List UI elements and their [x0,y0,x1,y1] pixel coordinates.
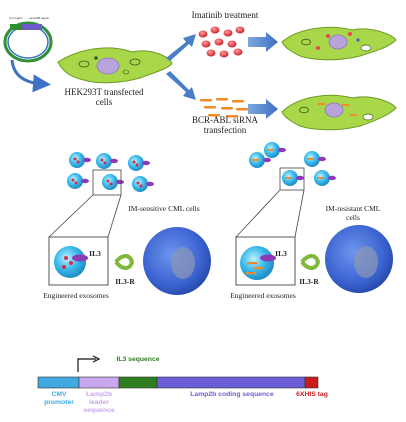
left-exosome-label: Engineered exosomes [43,291,109,300]
right-target-cell-label: IM-resistant CML cells [325,204,381,222]
cell-nucleus [96,57,120,75]
lamp2b-leader-label: Lamp2b leader sequence [83,391,115,414]
right-exosome-cluster [249,142,336,186]
hek293t-label: HEK293T transfected cells [64,87,144,107]
plasmid-il3-label: IL3 region [9,16,23,20]
il3-sequence-label: IL3 sequence [116,356,160,363]
right-il3-receptor [300,254,321,270]
left-engineered-exosome [54,246,88,278]
construct-map [37,355,319,389]
arrow-to-treated-cell-1 [248,32,278,52]
branch-arrows [166,34,196,100]
segment-il3 [118,376,158,389]
right-engineered-exosome [240,246,276,280]
plasmid-lamp2b-region [22,24,42,30]
left-exosome-cluster [67,152,154,192]
imatinib-label: Imatinib treatment [191,10,259,20]
segment-lamp2b-coding [156,376,306,389]
cmv-promoter-label: CMV promoter [44,391,74,406]
left-il3r-label: IL3-R [115,277,135,286]
promoter-arrow-icon [92,355,101,363]
treated-cell-sirna [281,94,397,131]
segment-6xhis-tag [304,376,319,389]
segment-lamp2b-leader [78,376,120,389]
right-exosome-label: Engineered exosomes [230,291,296,300]
right-il3r-label: IL3-R [299,277,319,286]
left-target-cell-label: IM-sensitive CML cells [128,204,200,213]
hek293t-cell [57,47,173,84]
transfection-arrow [10,59,51,93]
lamp2b-coding-label: Lamp2b coding sequence [190,391,274,398]
left-il3-label: IL3 [89,249,101,258]
6xhis-tag-label: 6XHIS tag [296,391,328,398]
plasmid-il3-region [10,24,22,30]
left-zoom-box [48,236,109,286]
sirna-label: BCR-ABL siRNA transfection [192,115,258,135]
left-zoom-source-box [92,169,122,196]
right-zoom-box [235,236,296,286]
right-il3-label: IL3 [275,249,287,258]
arrow-to-treated-cell-2 [248,99,278,119]
segment-cmv-promoter [37,376,80,389]
right-cml-nucleus [354,246,378,278]
left-cml-nucleus [171,247,195,279]
plasmid-lamp2b-label: Lamp2B region [28,16,50,20]
treated-cell-imatinib [281,26,397,61]
sirna-strands [200,98,248,118]
imatinib-capsules [198,26,245,58]
plasmid [3,21,53,63]
right-zoom-source-box [279,167,305,191]
left-il3-receptor [114,254,135,270]
